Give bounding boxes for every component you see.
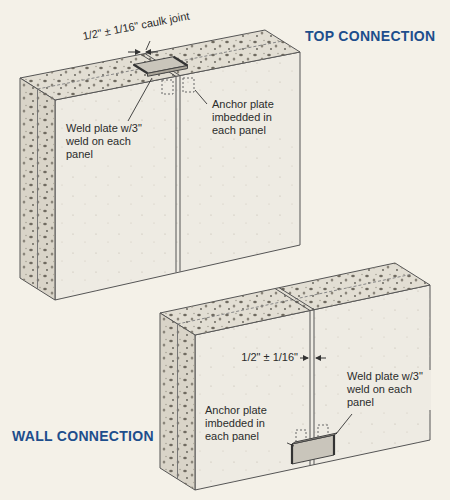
dimension-label: 1/2" ± 1/16" (226, 351, 300, 364)
wall-panels (160, 263, 430, 490)
section-heading: TOP CONNECTION (305, 28, 435, 45)
part-label: Anchor plate imbedded in each panel (210, 98, 296, 138)
part-label: Weld plate w/3" weld on each panel (345, 370, 431, 410)
part-label: Weld plate w/3" weld on each panel (64, 122, 148, 162)
leader-lines (128, 41, 352, 446)
section-heading: WALL CONNECTION (12, 428, 154, 445)
part-label: Anchor plate imbedded in each panel (203, 404, 287, 444)
dimension-label: 1/2" ± 1/16" caulk joint (81, 2, 231, 44)
top-panels (20, 30, 300, 300)
